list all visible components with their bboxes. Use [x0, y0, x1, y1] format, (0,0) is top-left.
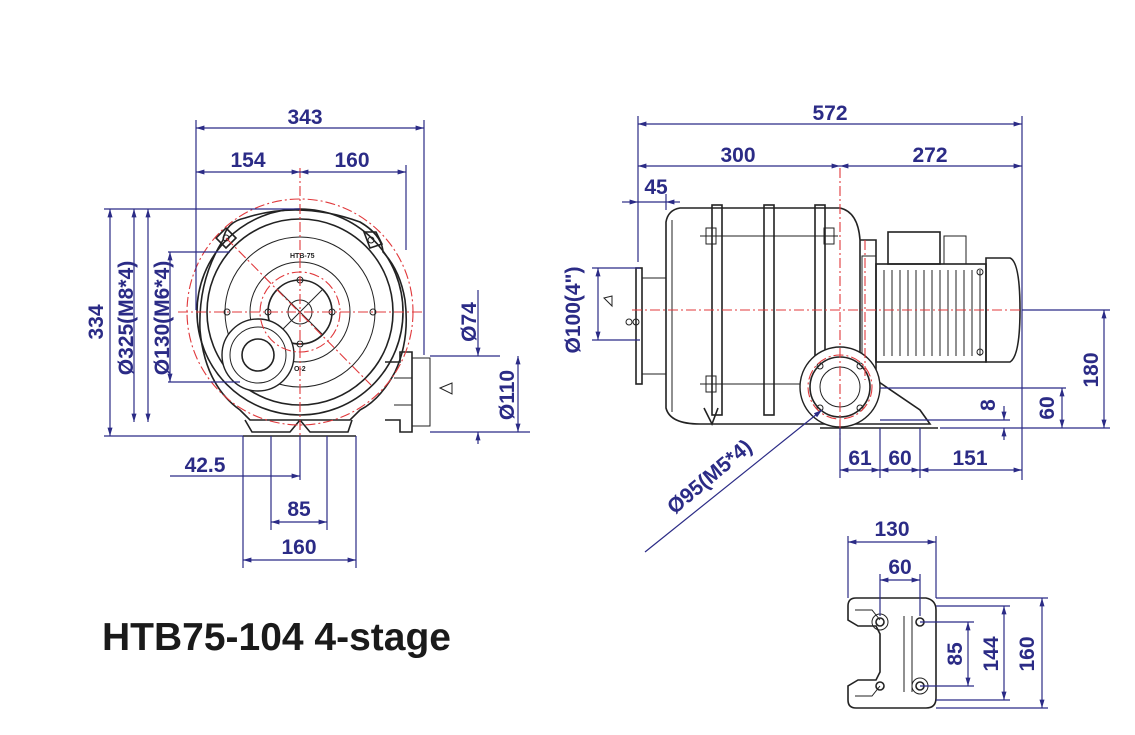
- dim-front-height: 334: [85, 304, 108, 339]
- dim-base-view-depth-total: 160: [1016, 636, 1039, 671]
- dim-inlet-diameter: Ø100(4"): [562, 267, 585, 354]
- dim-flange-diameter: Ø95(M5*4): [663, 435, 756, 519]
- dim-center-height: 180: [1080, 352, 1103, 387]
- dim-base-outer: 160: [281, 536, 316, 559]
- product-title: HTB75-104 4-stage: [102, 616, 451, 659]
- dim-base-view-width-total: 130: [874, 518, 909, 541]
- dim-base-plate: 8: [977, 399, 1000, 411]
- base-dimensions: 130 60 85 144 160: [847, 518, 1048, 709]
- dim-foot-a: 61: [848, 447, 872, 470]
- dim-side-length-motor: 272: [912, 144, 947, 167]
- side-dimensions: 572 300 272 45 Ø100(4") Ø95(M5*4) 180 60…: [562, 102, 1110, 553]
- front-view: HTB-75 O-2: [178, 168, 431, 440]
- dim-foot-b: 60: [888, 447, 911, 470]
- flow-arrow-icon: [438, 382, 453, 395]
- dim-front-width-total: 343: [287, 106, 322, 129]
- front-dimensions: 343 154 160 334 Ø325(M8*4) Ø130(M6*4) Ø7…: [85, 106, 530, 568]
- dim-outlet-outer: Ø110: [496, 370, 519, 420]
- dim-base-offset: 42.5: [185, 454, 226, 477]
- dim-base-view-depth-mid: 144: [980, 636, 1003, 671]
- inlet-flow-icon: [603, 295, 613, 308]
- base-view: [847, 597, 937, 709]
- dim-side-length-total: 572: [812, 102, 847, 125]
- dim-base-view-width-inner: 60: [888, 556, 911, 579]
- side-view: [603, 168, 1030, 440]
- dim-base-inner: 85: [287, 498, 311, 521]
- dim-side-length-blower: 300: [720, 144, 755, 167]
- dim-front-width-right: 160: [334, 149, 369, 172]
- dim-base-height: 60: [1036, 396, 1059, 419]
- dim-bolt-circle-large: Ø325(M8*4): [115, 261, 138, 375]
- dim-outlet-inner: Ø74: [458, 302, 481, 342]
- dim-front-width-left: 154: [230, 149, 265, 172]
- dim-bolt-circle-small: Ø130(M6*4): [151, 261, 174, 375]
- motor-fins: [883, 270, 981, 356]
- model-label: HTB-75: [290, 253, 315, 260]
- dim-base-view-depth-inner: 85: [944, 642, 967, 666]
- dim-foot-c: 151: [952, 447, 987, 470]
- dim-inlet-offset: 45: [644, 176, 668, 199]
